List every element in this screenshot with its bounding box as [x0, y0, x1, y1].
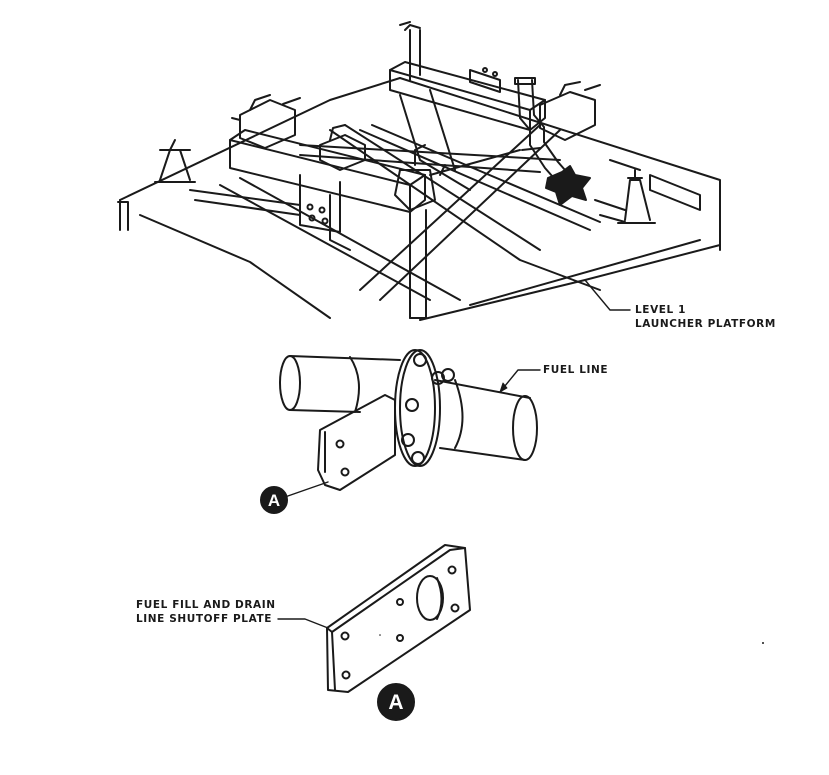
speck: [379, 634, 381, 636]
fuel-line-detail-drawing: [279, 349, 541, 498]
fuel-line-label: FUEL LINE: [543, 364, 608, 376]
callout-a-detail: A: [377, 683, 415, 721]
shutoff-plate-label-line2: LINE SHUTOFF PLATE: [136, 613, 272, 625]
level-1-label: LEVEL 1: [635, 304, 686, 316]
speck: [762, 642, 764, 644]
launcher-platform-label: LAUNCHER PLATFORM: [635, 318, 776, 330]
callout-a-detail-text: A: [388, 691, 403, 714]
shutoff-plate-drawing: [277, 544, 471, 693]
callout-a-reference-text: A: [268, 491, 280, 510]
callout-a-reference: A: [260, 486, 288, 514]
shutoff-plate-label-line1: FUEL FILL AND DRAIN: [136, 599, 276, 611]
launcher-platform-drawing: [117, 21, 721, 321]
